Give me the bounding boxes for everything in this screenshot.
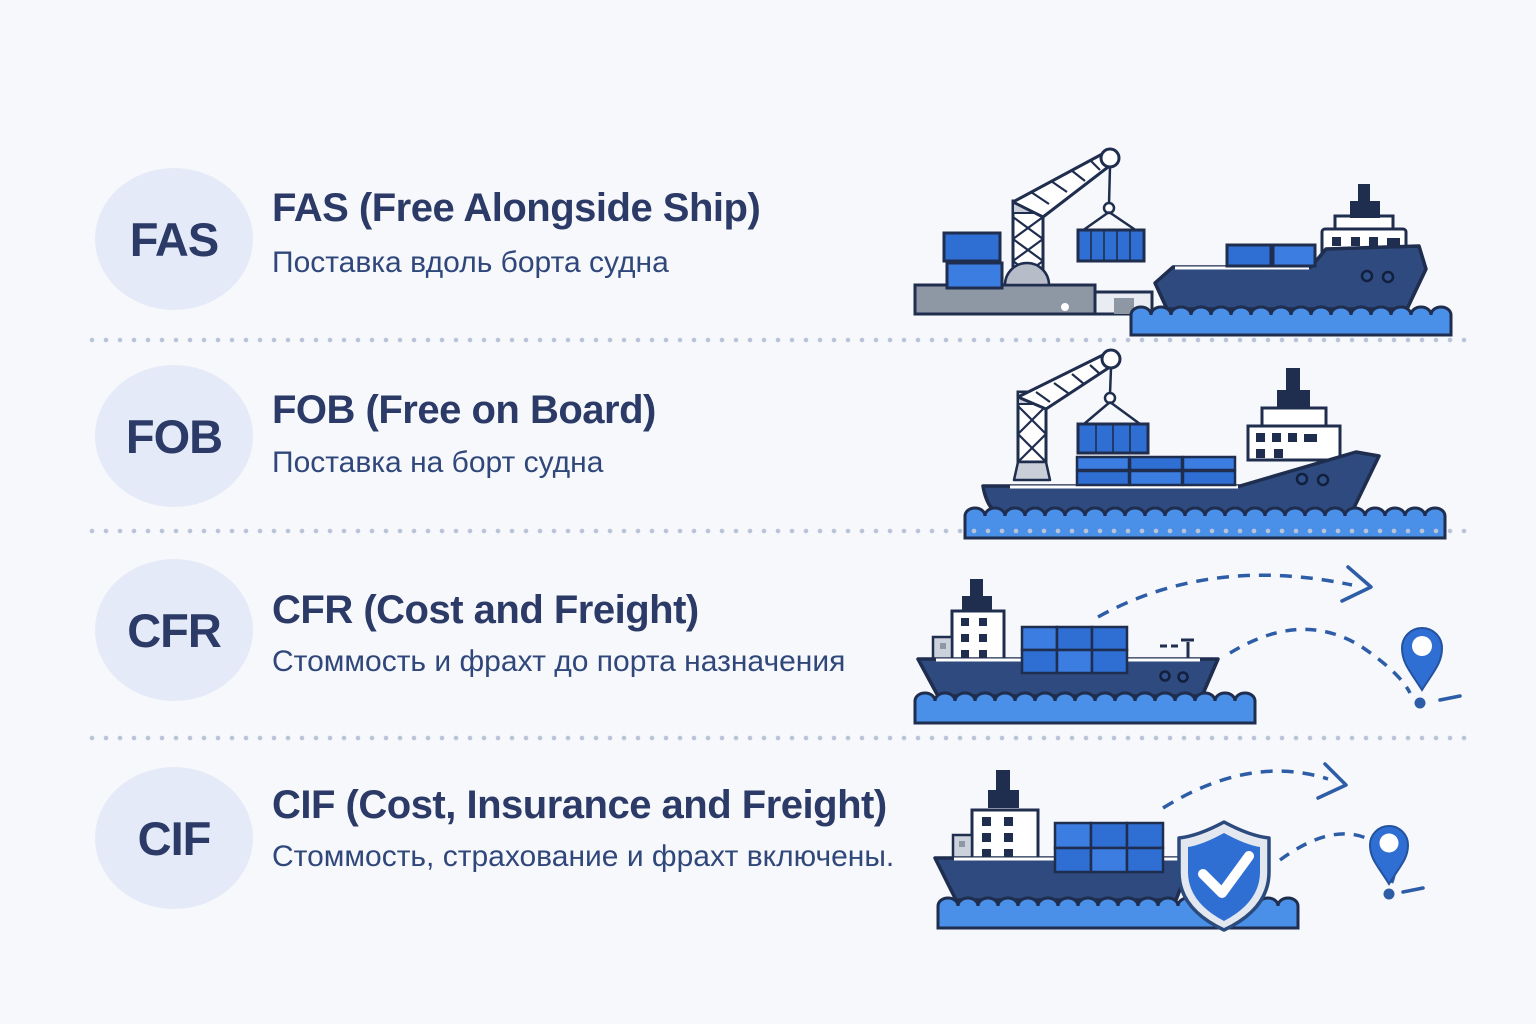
incoterm-badge-fob: FOB <box>95 365 253 507</box>
dotted-divider <box>85 336 1467 344</box>
destination-pin-icon <box>1368 825 1425 900</box>
water-waves <box>913 691 1257 725</box>
ship-superstructure <box>951 808 1040 860</box>
incoterm-title-cif: CIF (Cost, Insurance and Freight) <box>272 783 887 827</box>
incoterm-row-cfr: CFR CFR (Cost and Freight) Стоммость и ф… <box>0 540 1536 738</box>
fob-illustration <box>963 348 1447 540</box>
incoterm-row-fas: FAS FAS (Free Alongside Ship) Поставка в… <box>0 135 1536 340</box>
badge-label: FOB <box>125 409 223 463</box>
incoterm-badge-fas: FAS <box>95 168 253 310</box>
badge-label: CIF <box>137 811 212 865</box>
incoterm-row-fob: FOB FOB (Free on Board) Поставка на борт… <box>0 345 1536 540</box>
badge-label: CFR <box>127 603 222 657</box>
cargo-ship-icon <box>933 770 1194 902</box>
harbor-crane-icon <box>1003 147 1138 287</box>
insurance-shield-check-icon <box>1177 820 1271 932</box>
deck-containers <box>1053 821 1165 874</box>
ship-superstructure <box>931 609 1006 661</box>
incoterm-badge-cif: CIF <box>95 767 253 909</box>
deck-containers <box>1225 243 1317 268</box>
incoterm-subtitle-fob: Поставка на борт судна <box>272 446 604 479</box>
cargo-ship-icon <box>1153 184 1428 311</box>
deck-crane-icon <box>1012 348 1141 482</box>
deck-containers <box>1020 625 1129 675</box>
water-waves <box>1129 305 1453 337</box>
dotted-divider <box>85 734 1467 742</box>
cfr-illustration <box>913 565 1462 725</box>
badge-label: FAS <box>129 212 219 266</box>
incoterm-title-cfr: CFR (Cost and Freight) <box>272 588 699 632</box>
dashed-route-arrow-upper <box>1097 565 1373 619</box>
mast <box>1160 638 1194 659</box>
incoterm-badge-cfr: CFR <box>95 559 253 701</box>
dock <box>913 283 1154 316</box>
check-mark <box>1198 851 1254 898</box>
incoterm-subtitle-fas: Поставка вдоль борта судна <box>272 246 669 279</box>
incoterm-subtitle-cfr: Стоммость и фрахт до порта назначения <box>272 645 846 678</box>
ship-superstructure <box>1320 184 1408 259</box>
deck-containers <box>1075 455 1237 487</box>
incoterm-row-cif: CIF CIF (Cost, Insurance and Freight) Ст… <box>0 745 1536 960</box>
incoterm-title-fas: FAS (Free Alongside Ship) <box>272 186 761 230</box>
dotted-divider <box>85 527 1467 535</box>
fas-illustration <box>913 147 1453 337</box>
hanging-container-icon <box>1076 228 1146 263</box>
dashed-route-arrow-lower <box>1229 627 1412 694</box>
destination-pin-icon <box>1400 627 1462 709</box>
cargo-ship-icon <box>916 579 1220 698</box>
ship-superstructure <box>1246 368 1342 462</box>
incoterm-subtitle-cif: Стоммость, страхование и фрахт включены. <box>272 840 895 873</box>
hanging-container-icon <box>1076 422 1150 455</box>
incoterm-title-fob: FOB (Free on Board) <box>272 388 656 432</box>
containers-on-dock <box>942 231 1004 290</box>
dashed-route-arrow-upper <box>1162 762 1348 810</box>
cif-illustration <box>933 762 1425 932</box>
